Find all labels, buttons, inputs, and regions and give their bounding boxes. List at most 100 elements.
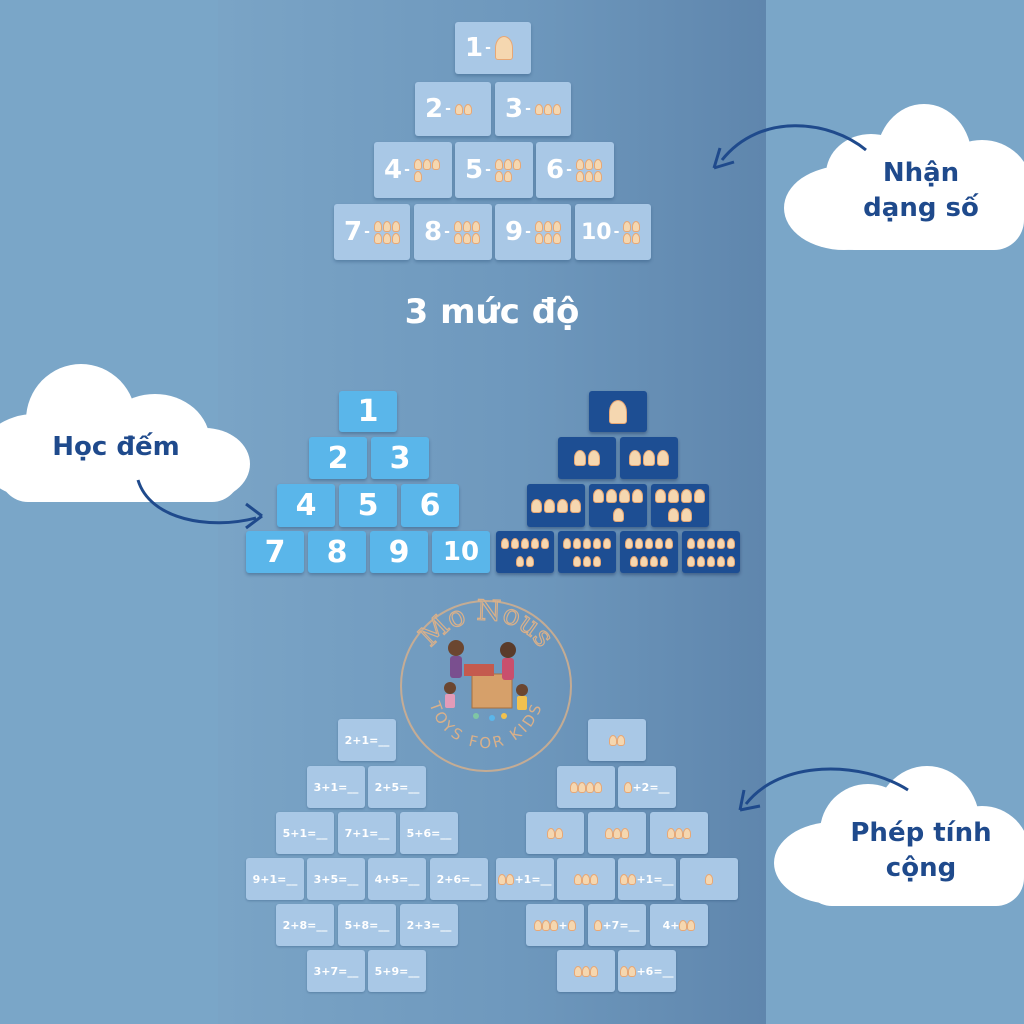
rocket-icon <box>645 537 653 549</box>
rocket-equation-tile: +2=__ <box>618 766 676 808</box>
rocket-icon <box>570 498 581 513</box>
equation-tile: 5+8=__ <box>338 904 396 946</box>
number-tile: 7 <box>246 531 304 573</box>
rocket-icon <box>552 103 561 115</box>
rocket-icon <box>557 498 568 513</box>
rocket-equation-tile <box>680 858 738 900</box>
rocket-icon <box>632 220 641 232</box>
rocket-equation-tile: +6=__ <box>618 950 676 992</box>
rocket-icon <box>717 537 725 549</box>
rocket-icon <box>586 781 594 793</box>
recognition-tile: 6- <box>536 142 614 198</box>
rocket-icon <box>503 158 512 170</box>
rocket-icon <box>534 232 543 244</box>
rocket-icon <box>630 555 638 567</box>
rocket-icon <box>521 537 529 549</box>
equation-tile: 4+5=__ <box>368 858 426 900</box>
rocket-icon <box>593 537 601 549</box>
rocket-icon <box>453 232 462 244</box>
brand-logo: Mo Nous TOYS FOR KIDS <box>398 593 574 774</box>
rocket-icon <box>413 170 422 182</box>
rocket-icon <box>606 489 617 504</box>
rocket-icon <box>575 170 584 182</box>
equation-text: 4+ <box>662 918 680 932</box>
rocket-icon <box>543 220 552 232</box>
equation-tile: 3+5=__ <box>307 858 365 900</box>
arrow-addition <box>744 767 909 805</box>
rocket-icon <box>632 489 643 504</box>
arrow-recognize <box>720 124 867 161</box>
number-tile: 1 <box>339 391 397 432</box>
rocket-equation-tile <box>557 950 615 992</box>
rocket-tile <box>651 484 709 527</box>
rocket-icon <box>516 555 524 567</box>
tile-number: 10 <box>581 219 612 245</box>
rocket-tile <box>682 531 740 573</box>
equation-tile: 5+6=__ <box>400 812 458 854</box>
rocket-icon <box>552 220 561 232</box>
rocket-icon <box>593 158 602 170</box>
rocket-icon <box>621 827 629 839</box>
recognition-tile: 8- <box>414 204 492 260</box>
recognition-tile: 2- <box>415 82 491 136</box>
cloud-text: cộng <box>885 853 957 884</box>
rocket-icon <box>687 537 695 549</box>
rocket-icon <box>717 555 725 567</box>
equation-text: +7=__ <box>602 918 640 932</box>
rocket-icon <box>578 781 586 793</box>
rocket-equation-tile <box>588 719 646 761</box>
rocket-icon <box>567 919 576 931</box>
rocket-icon <box>632 232 641 244</box>
rocket-icon <box>547 827 555 839</box>
equation-tile: 7+1=__ <box>338 812 396 854</box>
rocket-icon <box>707 555 715 567</box>
rocket-icon <box>660 555 668 567</box>
rocket-icon <box>623 220 632 232</box>
cloud-addition-label: Phép tính cộng <box>826 816 1016 886</box>
rocket-icon <box>542 919 551 931</box>
number-tile: 3 <box>371 437 429 479</box>
equation-tile: 2+6=__ <box>430 858 488 900</box>
tile-number: 9 <box>505 217 524 247</box>
rocket-icon <box>620 965 629 977</box>
rocket-icon <box>453 220 462 232</box>
rocket-icon <box>594 781 602 793</box>
equation-tile: 2+3=__ <box>400 904 458 946</box>
rocket-tile <box>589 484 647 527</box>
rocket-tile <box>558 437 616 479</box>
logo-art: Mo Nous TOYS FOR KIDS <box>400 593 572 772</box>
rocket-icon <box>501 537 509 549</box>
rocket-icon <box>612 507 624 522</box>
tile-number: 8 <box>424 217 443 247</box>
rocket-icon <box>413 158 422 170</box>
equation-tile: 5+1=__ <box>276 812 334 854</box>
rocket-icon <box>582 965 590 977</box>
equation-tile: 2+1=__ <box>338 719 396 761</box>
tile-number: 2 <box>425 94 444 124</box>
rocket-icon <box>619 489 630 504</box>
recognition-tile: 3- <box>495 82 571 136</box>
rocket-equation-tile <box>557 766 615 808</box>
rocket-icon <box>625 537 633 549</box>
rocket-icon <box>681 489 692 504</box>
cloud-addition <box>774 766 1024 906</box>
rocket-icon <box>705 873 713 885</box>
rocket-icon <box>582 873 590 885</box>
rocket-icon <box>588 450 600 466</box>
rocket-icon <box>534 919 543 931</box>
rocket-icon <box>454 103 463 115</box>
tile-number: 7 <box>344 217 363 247</box>
rocket-icon <box>657 450 669 466</box>
rocket-icon <box>623 232 632 244</box>
rocket-icon <box>624 781 633 793</box>
rocket-icon <box>462 232 471 244</box>
equation-tile: 5+9=__ <box>368 950 426 992</box>
rocket-icon <box>668 507 679 522</box>
rocket-tile <box>527 484 585 527</box>
rocket-icon <box>605 827 613 839</box>
rocket-icon <box>609 734 617 746</box>
equation-text: + <box>558 918 568 932</box>
rocket-icon <box>613 827 621 839</box>
rocket-icon <box>683 827 691 839</box>
rocket-equation-tile: +1=__ <box>496 858 554 900</box>
